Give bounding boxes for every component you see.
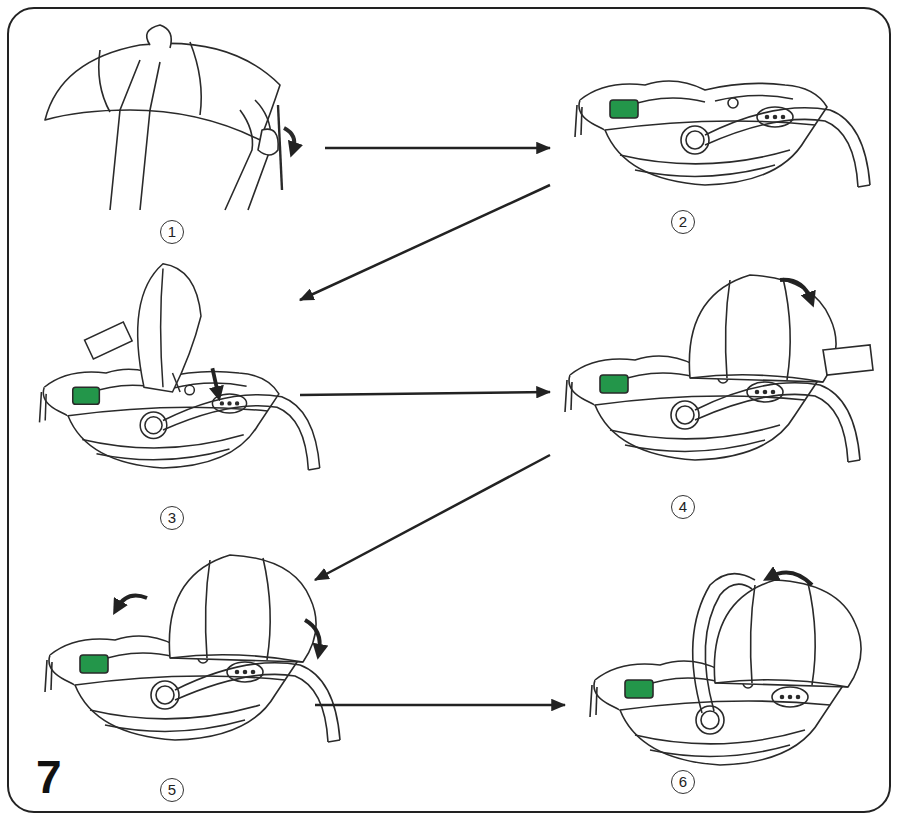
step-panel: 2 (550, 30, 875, 250)
step-arrow (325, 147, 550, 150)
step-5-art (45, 555, 340, 742)
step-arrow (300, 185, 550, 300)
step-number: 3 (160, 506, 184, 530)
step-arrow (300, 392, 550, 395)
panel-frame (8, 8, 890, 812)
step-arrow (315, 704, 565, 707)
step-number: 6 (671, 770, 695, 794)
step-panel: 3 (30, 250, 300, 540)
step-panel: 6 (565, 540, 865, 805)
step-3-art (40, 264, 320, 470)
step-arrow (315, 455, 550, 580)
step-panel: 4 (550, 250, 875, 540)
step-2-art (575, 81, 870, 187)
step-number: 4 (671, 495, 695, 519)
step-panel: 5 (30, 540, 315, 805)
figure-number: 7 (36, 752, 62, 802)
step-1-art (45, 25, 294, 210)
step-4-art (565, 275, 873, 462)
step-panel: 1 (30, 30, 325, 250)
step-number: 5 (160, 778, 184, 802)
step-6-art (590, 573, 861, 766)
step-number: 2 (671, 210, 695, 234)
step-number: 1 (160, 220, 184, 244)
